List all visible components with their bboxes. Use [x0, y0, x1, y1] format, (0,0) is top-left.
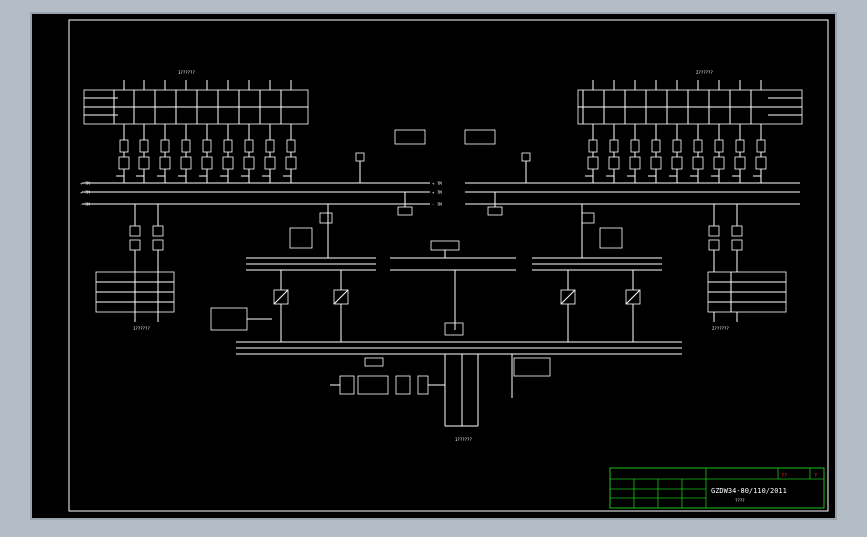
title-sheet-mark: ??: [781, 473, 787, 479]
charger-module: [333, 270, 349, 342]
bottom-label-left: 1??????: [133, 326, 150, 331]
bottom-label-right: 2??????: [712, 326, 729, 331]
feeder-branch: [753, 80, 767, 183]
right-feeder-group: 2?????? 2??????: [464, 70, 803, 331]
bottom-center-label: 1??????: [455, 437, 472, 442]
top-label-left: 1??????: [178, 70, 195, 75]
left-bus-label-1: + ?M: [80, 181, 90, 186]
title-subtitle-text: ????: [735, 498, 745, 503]
title-block-border: [609, 467, 825, 509]
feeder-branch: [241, 80, 255, 183]
title-block: GZDW34-80/110/2011 ???? ?? ?: [609, 467, 825, 509]
feeder-branch: [732, 80, 746, 183]
feeder-branch: [627, 80, 641, 183]
feeder-branch: [606, 80, 620, 183]
feeder-branch: [220, 80, 234, 183]
feeder-branch: [711, 80, 725, 183]
feeder-branch: [178, 80, 192, 183]
feeder-branch: [648, 80, 662, 183]
left-bus-label-r1: + ?M: [432, 181, 442, 186]
feeder-branch: [283, 80, 297, 183]
charger-section: 1??????: [210, 204, 682, 442]
title-corner-mark: ?: [814, 473, 817, 479]
drawing-frame: [68, 19, 829, 512]
left-bus-label-r3: - ?M: [432, 202, 442, 207]
feeder-branch: [690, 80, 704, 183]
feeder-branch: [136, 80, 150, 183]
title-model-text: GZDW34-80/110/2011: [711, 487, 787, 495]
charger-module: [625, 270, 641, 342]
feeder-branch: [262, 80, 276, 183]
left-bus-label-3: - ?M: [80, 202, 90, 207]
feeder-branch: [116, 80, 130, 183]
charger-module: [560, 270, 576, 342]
feeder-branch: [157, 80, 171, 183]
feeder-branch: [585, 80, 599, 183]
feeder-branch: [669, 80, 683, 183]
charger-module: [273, 270, 289, 342]
drawing-sheet: [30, 12, 837, 520]
top-label-right: 2??????: [696, 70, 713, 75]
left-feeder-group: 1?????? + ?M + ?M - ?M + ?M + ?M - ?M 1?…: [80, 70, 442, 331]
left-bus-label-2: + ?M: [80, 190, 90, 195]
left-bus-label-r2: + ?M: [432, 190, 442, 195]
feeder-branch: [199, 80, 213, 183]
